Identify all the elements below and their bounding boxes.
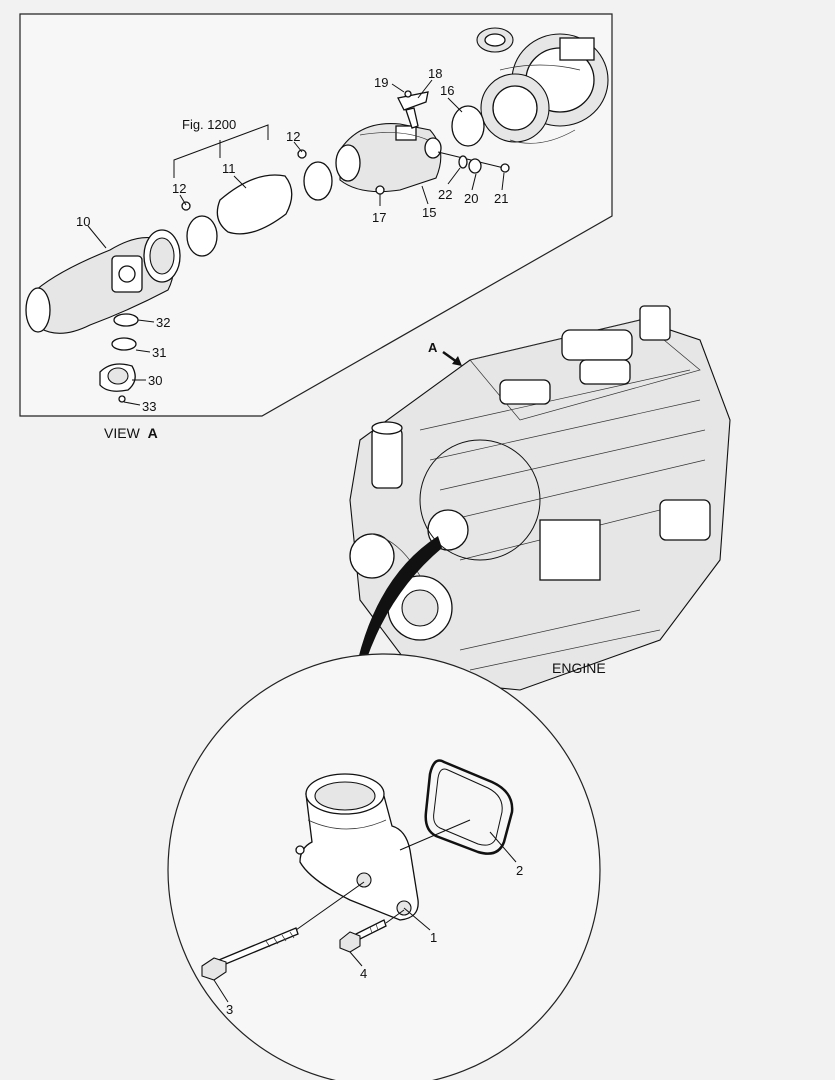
callout-17: 17 — [372, 210, 386, 225]
callout-2: 2 — [516, 863, 523, 878]
callout-16: 16 — [440, 83, 454, 98]
callout-20: 20 — [464, 191, 478, 206]
nut-20 — [468, 158, 482, 174]
callout-11: 11 — [222, 161, 236, 176]
callout-12-left: 12 — [172, 181, 186, 196]
plug-17 — [375, 185, 385, 195]
callout-31: 31 — [152, 345, 166, 360]
callout-19: 19 — [374, 75, 388, 90]
housing-30 — [99, 363, 136, 392]
callout-1: 1 — [430, 930, 437, 945]
view-arrow — [442, 350, 462, 366]
washer-22 — [458, 155, 468, 169]
callout-32: 32 — [156, 315, 170, 330]
bolt-4 — [339, 919, 387, 953]
callout-18: 18 — [428, 66, 442, 81]
engine-illustration — [349, 305, 731, 691]
callout-21: 21 — [494, 191, 508, 206]
clamp-12-right — [303, 161, 333, 201]
callout-22: 22 — [438, 187, 452, 202]
bracket-18 — [397, 90, 429, 129]
bolt-33 — [118, 395, 126, 403]
bolt-3 — [201, 927, 299, 981]
thermostat-housing-1 — [295, 773, 419, 921]
callout-33: 33 — [142, 399, 156, 414]
intake-pipe-10 — [25, 229, 181, 334]
turbocharger — [476, 27, 609, 144]
callout-15: 15 — [422, 205, 436, 220]
engine-label: ENGINE — [552, 660, 606, 676]
hose-11 — [216, 174, 293, 235]
view-caption: VIEW A — [104, 425, 158, 441]
fig-reference: Fig. 1200 — [182, 117, 236, 132]
callout-30: 30 — [148, 373, 162, 388]
gasket-2 — [424, 759, 514, 855]
callout-12-right: 12 — [286, 129, 300, 144]
clamp-12-left — [186, 215, 218, 257]
o-ring-31 — [111, 337, 137, 351]
gasket-16 — [451, 105, 485, 147]
callout-3: 3 — [226, 1002, 233, 1017]
elbow-pipe-15 — [335, 122, 442, 193]
nut-21 — [500, 163, 510, 173]
callout-4: 4 — [360, 966, 367, 981]
callout-10: 10 — [76, 214, 90, 229]
view-arrow-label: A — [428, 340, 438, 355]
o-ring-32 — [113, 313, 139, 327]
